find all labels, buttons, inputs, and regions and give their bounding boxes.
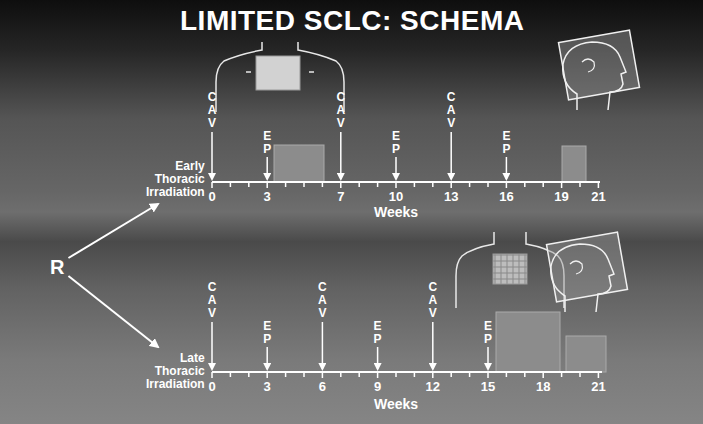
- week-number: 7: [337, 189, 344, 204]
- drug-regimen: EP: [392, 130, 400, 156]
- week-number: 12: [426, 379, 440, 394]
- week-number: 21: [591, 189, 605, 204]
- week-number: 13: [444, 189, 458, 204]
- late-arm-art: [212, 232, 627, 378]
- week-number: 18: [536, 379, 550, 394]
- drug-regimen: EP: [263, 320, 271, 346]
- early-arm-art: [212, 30, 639, 188]
- drug-regimen: CAV: [447, 91, 456, 130]
- arm-name: Late Thoracic Irradiation: [146, 352, 205, 391]
- drug-regimen: EP: [263, 130, 271, 156]
- drug-regimen: CAV: [336, 91, 345, 130]
- randomization-letter: R: [50, 256, 64, 278]
- drug-regimen: CAV: [208, 281, 217, 320]
- week-number: 3: [264, 379, 271, 394]
- week-number: 15: [481, 379, 495, 394]
- slide-title: LIMITED SCLC: SCHEMA: [180, 5, 524, 37]
- arm-label: Early Thoracic Irradiation: [146, 160, 205, 199]
- week-number: 3: [264, 189, 271, 204]
- week-number: 21: [591, 379, 605, 394]
- week-number: 6: [319, 379, 326, 394]
- drug-regimen: CAV: [208, 91, 217, 130]
- drug-regimen: EP: [502, 130, 510, 156]
- drug-regimen: EP: [484, 320, 492, 346]
- arm-label: Late Thoracic Irradiation: [146, 352, 205, 391]
- week-number: 19: [554, 189, 568, 204]
- week-number: 0: [208, 189, 215, 204]
- drug-regimen: EP: [374, 320, 382, 346]
- week-number: 10: [389, 189, 403, 204]
- week-number: 0: [208, 379, 215, 394]
- axis-unit: Weeks: [374, 204, 418, 220]
- randomization-arrow: [68, 276, 158, 347]
- week-number: 9: [374, 379, 381, 394]
- week-number: 16: [499, 189, 513, 204]
- axis-unit: Weeks: [374, 396, 418, 412]
- drug-regimen: CAV: [428, 281, 437, 320]
- randomization-mark: R: [50, 256, 64, 278]
- arm-name: Early Thoracic Irradiation: [146, 160, 205, 199]
- randomization-arrow: [68, 204, 158, 258]
- drug-regimen: CAV: [318, 281, 327, 320]
